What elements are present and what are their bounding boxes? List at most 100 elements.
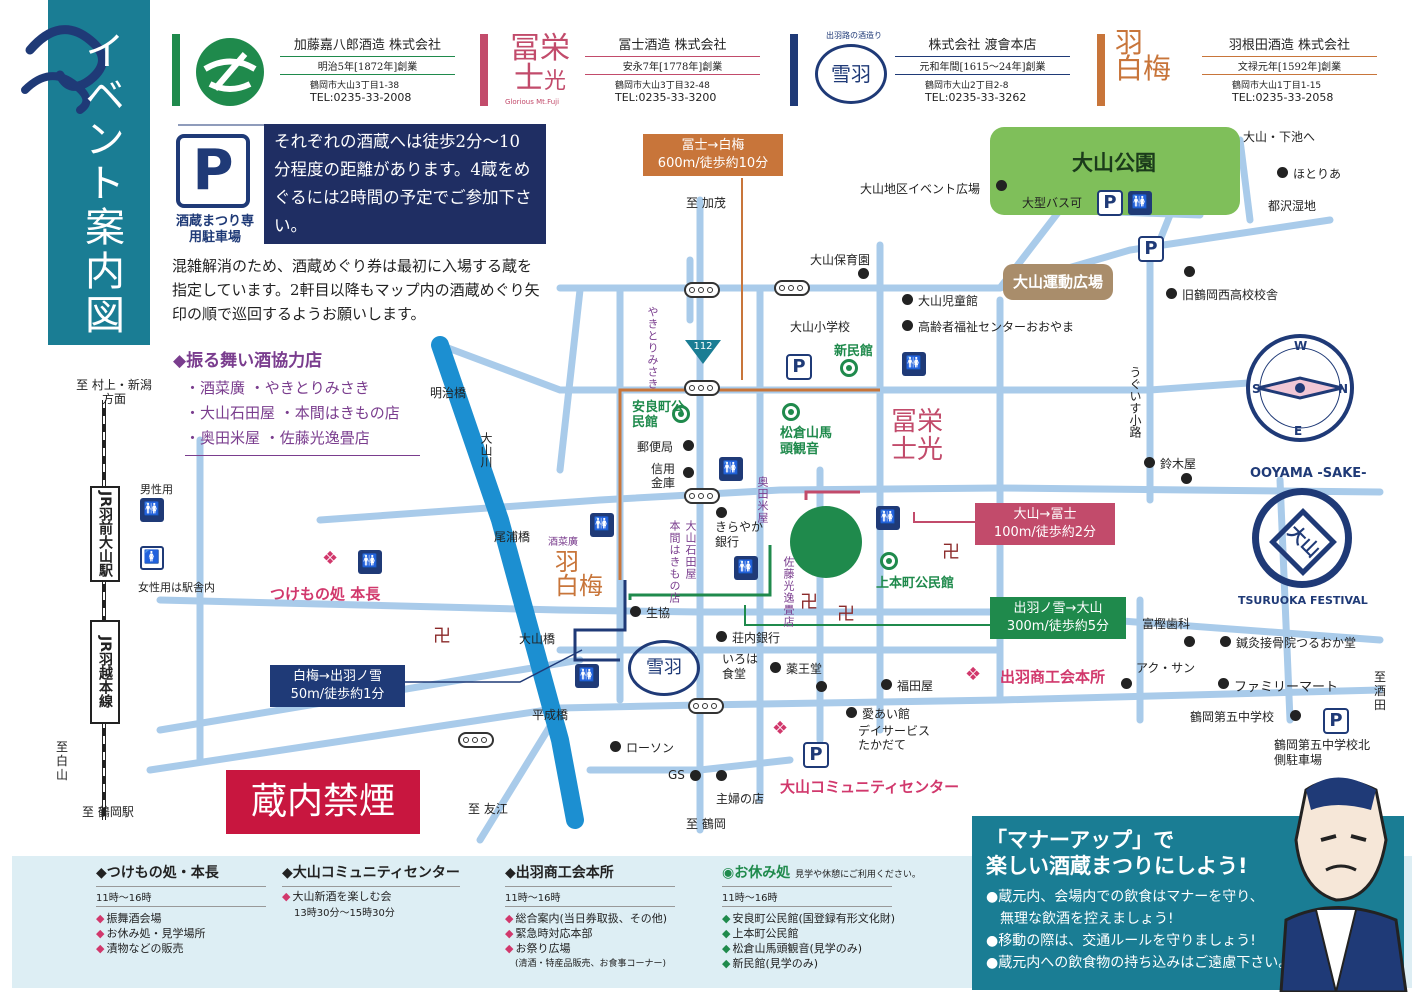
temple-icon: 卍 xyxy=(837,604,855,625)
place-dewa-shokokai: 出羽商工会本所 xyxy=(1000,668,1106,686)
dir-shirayama: 至 白山 xyxy=(56,740,69,782)
dir-sakata: 至 酒田 xyxy=(1374,670,1387,712)
place-acupuncture: 鍼灸接骨院つるおか堂 xyxy=(1219,636,1357,650)
partner-row: ・大山石田屋 ・本間はきもの店 xyxy=(185,404,400,422)
manners-item: 無理な飲酒を控えましょう! xyxy=(986,911,1174,927)
manners-item: ●移動の際は、交通ルールを守りましょう! xyxy=(986,933,1256,949)
brewer-founded: 文禄元年[1592年]創業 xyxy=(1202,56,1377,75)
parking-legend-label: 酒蔵まつり専用駐車場 xyxy=(175,214,254,245)
brewer-3-info: 株式会社 渡會本店 元和年間[1615〜24年]創業 鶴岡市大山2丁目2-8 T… xyxy=(895,34,1070,104)
place-hotoria: ほとりあ xyxy=(1276,167,1342,181)
poi-dot xyxy=(716,770,727,781)
place-iroha: いろは食堂 xyxy=(722,652,759,681)
info-item: 総合案内(当日券取扱、その他) xyxy=(505,911,675,926)
dir-murakami: 至 村上・新潟方面 xyxy=(76,378,152,406)
dir-tsuruoka-station: 至 鶴岡駅 xyxy=(82,805,134,819)
temple-icon: 卍 xyxy=(433,626,451,647)
place-meiji-bridge: 明治橋 xyxy=(430,386,467,400)
park-name: 大山公園 xyxy=(1072,151,1156,175)
haneda-logo: 羽白梅 xyxy=(1115,26,1172,85)
route-detail: 100m/徒歩約2分 xyxy=(993,525,1097,540)
fuji-logo-sub: Glorious Mt.Fuji xyxy=(505,98,560,106)
toilet-icon: 🚻 xyxy=(734,556,758,580)
kato-logo xyxy=(196,38,264,106)
poi-dot xyxy=(1184,266,1195,277)
brewer-name: 羽根田酒造 株式会社 xyxy=(1228,38,1351,53)
compass-w: W xyxy=(1294,339,1308,353)
info-title-text: ◉お休み処 xyxy=(722,865,791,881)
poi-dot xyxy=(1121,678,1132,689)
poi-dot xyxy=(690,770,701,781)
fuji-map-logo: 冨栄士光 xyxy=(890,407,943,465)
dewa-logo-top: 出羽路の酒造り xyxy=(826,31,882,40)
place-old-highschool: 旧鶴岡西高校校舎 xyxy=(1165,288,1279,302)
community-diamond: ❖ xyxy=(772,718,789,739)
info-title: ◆大山コミュニティセンター xyxy=(282,865,460,881)
brewer-address: 鶴岡市大山2丁目2-8 xyxy=(925,81,1009,91)
toilet-icon: 🚻 xyxy=(590,513,614,537)
dir-kamo: 至 加茂 xyxy=(686,196,726,210)
route-title: 白梅→出羽ノ雪 xyxy=(293,669,382,684)
shop-honma: 本間はきもの店 xyxy=(668,520,681,604)
parking-icon: P xyxy=(786,354,812,380)
manners-list: ●蔵元内、会場内での飲食はマナーを守り、 無理な飲酒を控えましょう! ●移動の際… xyxy=(986,886,1292,974)
parking-legend-icon: P xyxy=(176,134,250,208)
poi-dot xyxy=(683,467,694,478)
place-aiaikan: 愛あい館 xyxy=(845,707,911,721)
place-yasuramachi: 安良町公民館 xyxy=(632,400,685,430)
jr-station: JR羽前大山駅 xyxy=(90,486,120,582)
partners-list: ・酒菜廣 ・やきとりみさき ・大山石田屋 ・本間はきもの店 ・奥田米屋 ・佐藤光… xyxy=(185,376,420,456)
brewer-founded: 安永7年[1778年]創業 xyxy=(585,56,760,75)
place-lawson: ローソン xyxy=(609,741,675,755)
poi-dot xyxy=(716,507,727,518)
place-gs: GS xyxy=(668,768,685,782)
info-shokokai: ◆出羽商工会本所 11時〜16時 総合案内(当日券取扱、その他) 緊急時対応本部… xyxy=(505,862,675,969)
place-jh-parking: 鶴岡第五中学校北側駐車場 xyxy=(1274,738,1371,767)
info-hours: 11時〜16時 xyxy=(96,886,266,907)
sidebar-title: イベント案内図 xyxy=(78,30,124,338)
traffic-signal xyxy=(774,280,810,296)
tsukemono-diamond: ❖ xyxy=(322,548,339,569)
route-detail: 50m/徒歩約1分 xyxy=(290,687,385,702)
brewer-tel: TEL:0235-33-2008 xyxy=(310,91,412,104)
place-nursery: 大山保育園 xyxy=(810,253,871,267)
route-112-label: 112 xyxy=(693,341,713,352)
info-item: 振舞酒会場 xyxy=(96,911,266,926)
info-note: 見学や休憩にご利用ください。 xyxy=(795,870,921,880)
brewer-founded: 元和年間[1615〜24年]創業 xyxy=(895,56,1070,75)
festival-logo xyxy=(1252,488,1352,588)
info-item: 大山新酒を楽しむ会 xyxy=(282,889,460,904)
info-sub: (清酒・特産品販売、お食事コーナー) xyxy=(515,959,667,969)
place-familymart: ファミリーマート xyxy=(1217,676,1338,695)
brewer-tel: TEL:0235-33-3262 xyxy=(925,91,1027,104)
fuji-logo: 冨栄士光 xyxy=(510,31,570,96)
brewer-2-info: 冨士酒造 株式会社 安永7年[1778年]創業 鶴岡市大山3丁目32-48 TE… xyxy=(585,34,760,104)
parking-icon: P xyxy=(1138,236,1164,262)
sports-ground: 大山運動広場 xyxy=(1003,264,1113,300)
brewer-1-bar xyxy=(172,34,180,106)
jr-line: JR羽越本線 xyxy=(90,620,120,724)
rest-spot-icon xyxy=(840,359,858,377)
brewer-tel: TEL:0235-33-3200 xyxy=(615,91,717,104)
toilet-icon: 🚻 xyxy=(876,506,900,530)
place-fukudaya: 福田屋 xyxy=(880,679,934,693)
brewer-4-info: 羽根田酒造 株式会社 文禄元年[1592年]創業 鶴岡市大山1丁目1-15 TE… xyxy=(1202,34,1377,104)
traffic-signal xyxy=(684,282,720,298)
place-shinminkan: 新民館 xyxy=(834,344,874,359)
route-detail: 600m/徒歩約10分 xyxy=(657,156,769,171)
info-item: 緊急時対応本部 xyxy=(505,926,675,941)
place-obara-bridge: 尾浦橋 xyxy=(494,530,531,544)
info-item: 新民館(見学のみ) xyxy=(722,956,921,971)
place-shinkin: 信用金庫 xyxy=(651,462,676,490)
place-kirayaka: きらやか銀行 xyxy=(715,520,764,549)
jr-station-label: JR羽前大山駅 xyxy=(97,491,113,577)
brewer-name: 株式会社 渡會本店 xyxy=(928,38,1037,53)
poi-dot xyxy=(858,268,869,279)
manners-title-1: 「マナーアップ」で xyxy=(986,828,1175,852)
brewer-2-bar xyxy=(480,34,488,106)
place-junior-high: 鶴岡第五中学校 xyxy=(1190,710,1275,724)
info-tsukemono: ◆つけもの処・本長 11時〜16時 振舞酒会場 お休み処・見学場所 漬物などの販… xyxy=(96,862,266,956)
brewer-name: 加藤嘉八郎酒造 株式会社 xyxy=(293,38,442,53)
compass-s: S xyxy=(1252,382,1261,396)
rest-spot-icon xyxy=(782,403,800,421)
